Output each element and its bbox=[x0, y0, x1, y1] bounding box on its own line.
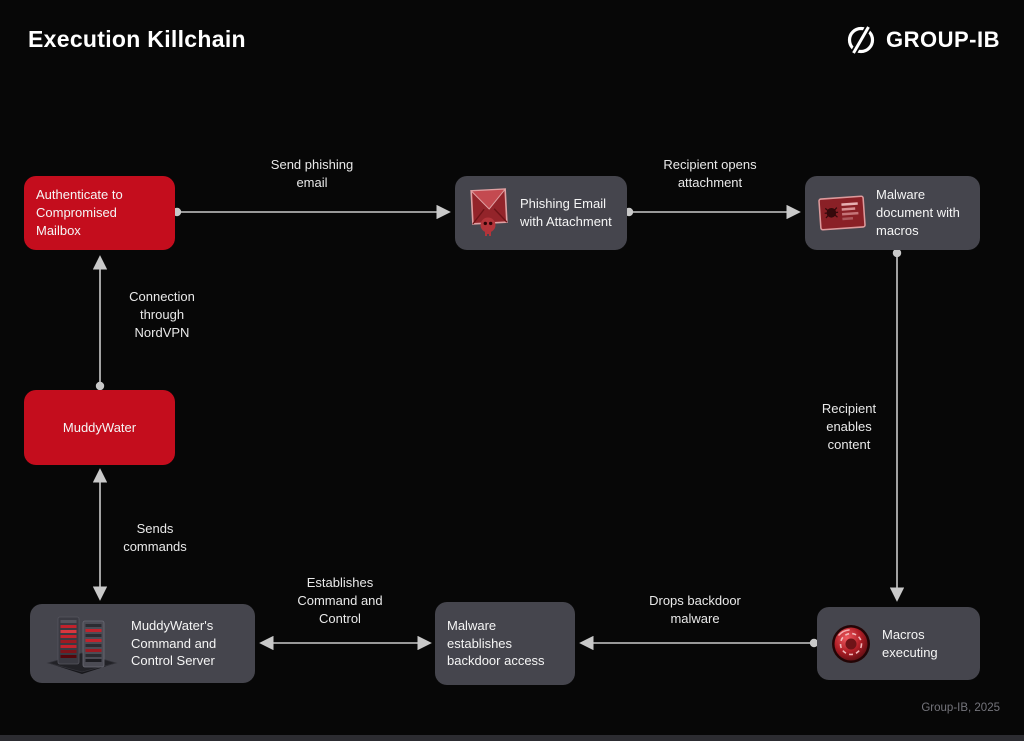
macros-icon bbox=[829, 622, 873, 666]
node-c2-server: MuddyWater's Command and Control Server bbox=[30, 604, 255, 683]
edge-label-recipient-enables: Recipient enables content bbox=[821, 401, 877, 453]
phishing-email-icon bbox=[467, 186, 511, 240]
node-backdoor-label: Malware establishes backdoor access bbox=[447, 617, 545, 669]
edge-label-connection-nordvpn: Connection through NordVPN bbox=[129, 289, 195, 341]
node-malware-document: Malware document with macros bbox=[805, 176, 980, 250]
credit-text: Group-IB, 2025 bbox=[921, 702, 1000, 714]
malware-document-icon bbox=[817, 192, 867, 234]
edge-label-recipient-opens: Recipient opens attachment bbox=[663, 157, 757, 191]
node-phishing-email-label: Phishing Email with Attachment bbox=[520, 196, 612, 229]
node-macros-executing: Macros executing bbox=[817, 607, 980, 680]
node-c2-server-label: MuddyWater's Command and Control Server bbox=[131, 617, 217, 669]
node-authenticate: Authenticate to Compromised Mailbox bbox=[24, 176, 175, 250]
edge-label-sends-commands: Sends commands bbox=[123, 521, 187, 555]
brand-name: GROUP-IB bbox=[886, 27, 1000, 52]
server-icon bbox=[42, 611, 122, 677]
node-muddywater: MuddyWater bbox=[24, 390, 175, 465]
node-macros-executing-label: Macros executing bbox=[882, 626, 938, 660]
group-ib-logo-icon bbox=[847, 25, 875, 55]
edge-label-drops-backdoor: Drops backdoor malware bbox=[649, 593, 741, 627]
node-authenticate-label: Authenticate to Compromised Mailbox bbox=[36, 187, 123, 238]
node-backdoor: Malware establishes backdoor access bbox=[435, 602, 575, 685]
brand-logo: GROUP-IB bbox=[845, 24, 1000, 56]
edge-label-send-phishing: Send phishing email bbox=[270, 157, 354, 191]
node-malware-document-label: Malware document with macros bbox=[876, 187, 960, 238]
bottom-strip bbox=[0, 735, 1024, 741]
node-phishing-email: Phishing Email with Attachment bbox=[455, 176, 627, 250]
edge-label-establishes-cc: Establishes Command and Control bbox=[297, 575, 383, 627]
node-muddywater-label: MuddyWater bbox=[62, 419, 137, 435]
page-title: Execution Killchain bbox=[28, 26, 246, 52]
